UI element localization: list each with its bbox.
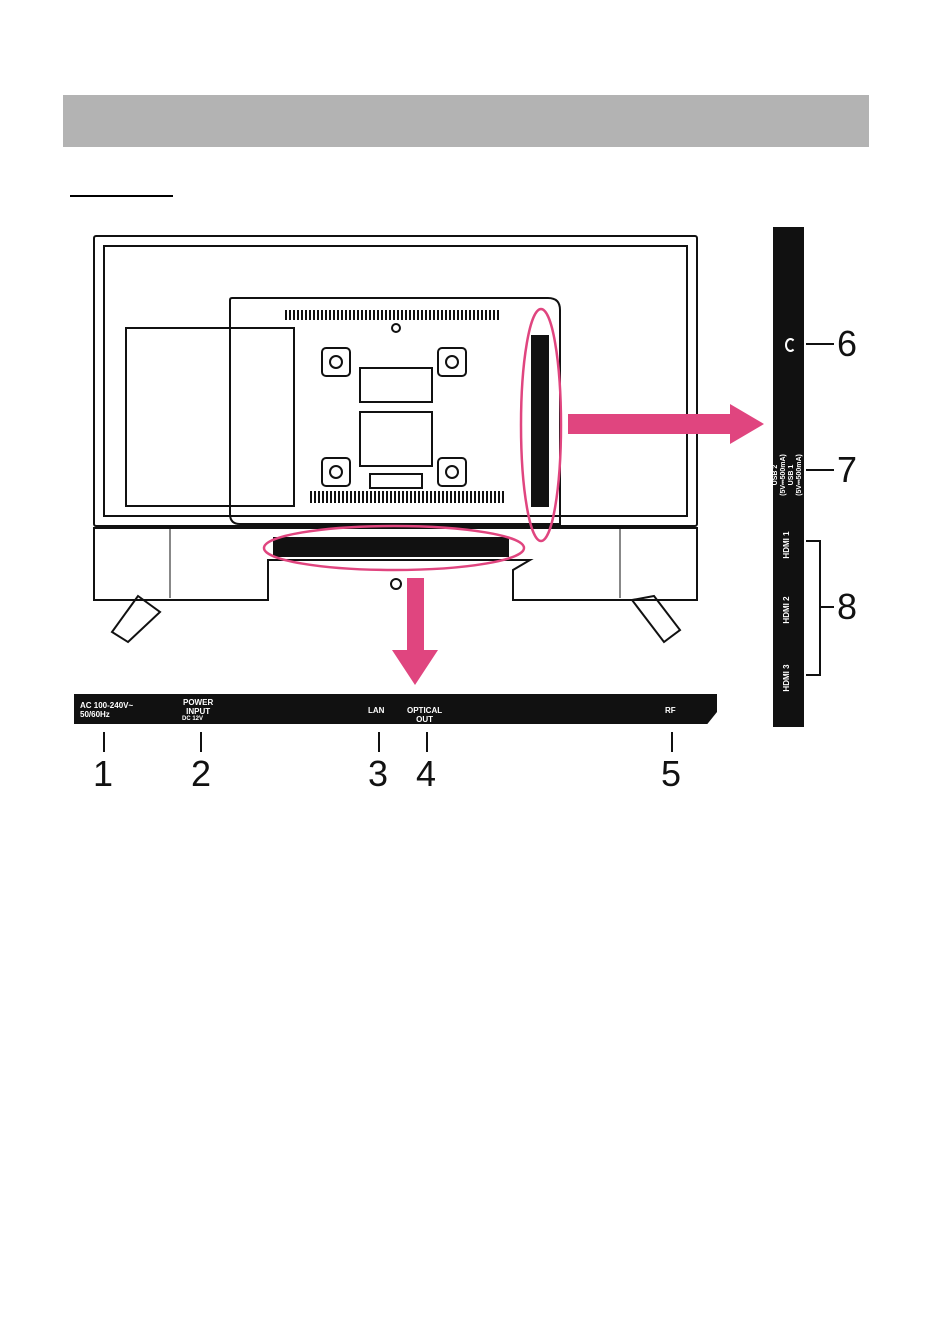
speaker-panel <box>126 328 294 506</box>
callout-5: 5 <box>661 756 681 792</box>
hdmi1-label: HDMI 1 <box>783 523 793 567</box>
callout-7: 7 <box>837 452 857 488</box>
callout-2: 2 <box>191 756 211 792</box>
left-stand <box>112 596 160 642</box>
tv-frame <box>94 236 697 526</box>
rf-label: RF <box>665 706 676 715</box>
optical-out-label: OPTICAL OUT <box>407 706 442 724</box>
callout-3: 3 <box>368 756 388 792</box>
callout-1: 1 <box>93 756 113 792</box>
callout-4: 4 <box>416 756 436 792</box>
usb-label: USB 2 (5V⎓500mA) USB 1 (5V⎓500mA) <box>772 445 804 505</box>
bottom-port-strip <box>274 538 508 556</box>
lan-label: LAN <box>368 706 384 715</box>
power-input-label: POWER INPUT <box>183 698 213 716</box>
hdmi2-label: HDMI 2 <box>783 588 793 632</box>
arrow-down <box>392 578 438 685</box>
callout-8: 8 <box>837 589 857 625</box>
ac-label: AC 100-240V~ 50/60Hz <box>80 701 133 719</box>
power-dc-label: DC 12V <box>182 715 203 724</box>
hdmi3-label: HDMI 3 <box>783 656 793 700</box>
callout-6: 6 <box>837 326 857 362</box>
bottom-port-panel <box>74 694 717 724</box>
arrow-right <box>568 404 764 444</box>
headphone-icon <box>785 338 796 352</box>
side-port-strip <box>532 336 548 506</box>
right-stand <box>632 596 680 642</box>
